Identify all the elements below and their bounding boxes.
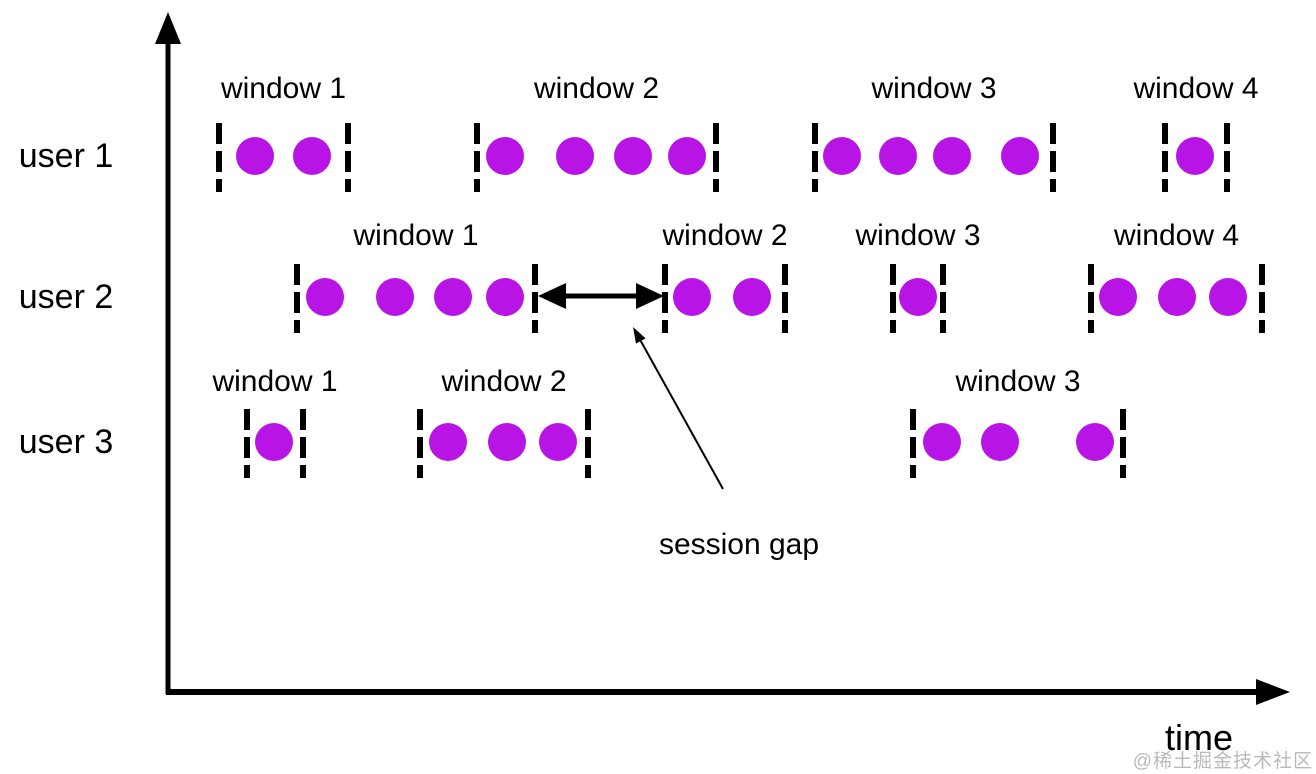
event-dot bbox=[486, 137, 524, 175]
event-dot bbox=[673, 278, 711, 316]
event-dot bbox=[376, 278, 414, 316]
event-dot bbox=[1001, 137, 1039, 175]
event-dot bbox=[293, 137, 331, 175]
user-label: user 1 bbox=[18, 137, 114, 175]
y-axis-arrowhead-icon bbox=[155, 12, 181, 44]
window-label: window 1 bbox=[212, 365, 338, 398]
session-gap-arrowhead-right-icon bbox=[636, 283, 664, 309]
event-dot bbox=[899, 278, 937, 316]
window-label: window 3 bbox=[855, 219, 981, 252]
window-label: window 2 bbox=[662, 219, 788, 252]
event-dot bbox=[556, 137, 594, 175]
event-dot bbox=[486, 278, 524, 316]
window-label: window 2 bbox=[441, 365, 567, 398]
window-label: window 4 bbox=[1133, 72, 1259, 105]
event-dot bbox=[255, 423, 293, 461]
session-gap-arrowhead-left-icon bbox=[538, 283, 566, 309]
window-label: window 3 bbox=[955, 365, 1081, 398]
time-axis-label: time bbox=[1164, 717, 1234, 758]
event-dot bbox=[236, 137, 274, 175]
user-label: user 3 bbox=[18, 423, 114, 461]
event-dot bbox=[614, 137, 652, 175]
session-gap-label: session gap bbox=[658, 528, 820, 561]
event-dot bbox=[923, 423, 961, 461]
event-dot bbox=[1076, 423, 1114, 461]
event-dot bbox=[668, 137, 706, 175]
pointer-arrowhead-icon bbox=[633, 327, 646, 344]
event-dot bbox=[434, 278, 472, 316]
event-dot bbox=[879, 137, 917, 175]
watermark-text: @稀土掘金技术社区 bbox=[1132, 751, 1313, 772]
window-label: window 4 bbox=[1113, 219, 1240, 252]
x-axis-arrowhead-icon bbox=[1256, 679, 1290, 705]
event-dot bbox=[1176, 137, 1214, 175]
window-label: window 1 bbox=[353, 219, 479, 252]
window-label: window 1 bbox=[220, 72, 347, 105]
event-dot bbox=[733, 278, 771, 316]
event-dot bbox=[981, 423, 1019, 461]
event-dot bbox=[1099, 278, 1137, 316]
event-dot bbox=[933, 137, 971, 175]
event-dot bbox=[306, 278, 344, 316]
window-label: window 2 bbox=[533, 72, 660, 105]
pointer-arrow-line bbox=[639, 340, 724, 490]
event-dot bbox=[539, 423, 577, 461]
event-dot bbox=[488, 423, 526, 461]
user-label: user 2 bbox=[18, 278, 114, 316]
window-label: window 3 bbox=[871, 72, 997, 105]
event-dot bbox=[1158, 278, 1196, 316]
event-dot bbox=[429, 423, 467, 461]
event-dot bbox=[1209, 278, 1247, 316]
event-dot bbox=[823, 137, 861, 175]
